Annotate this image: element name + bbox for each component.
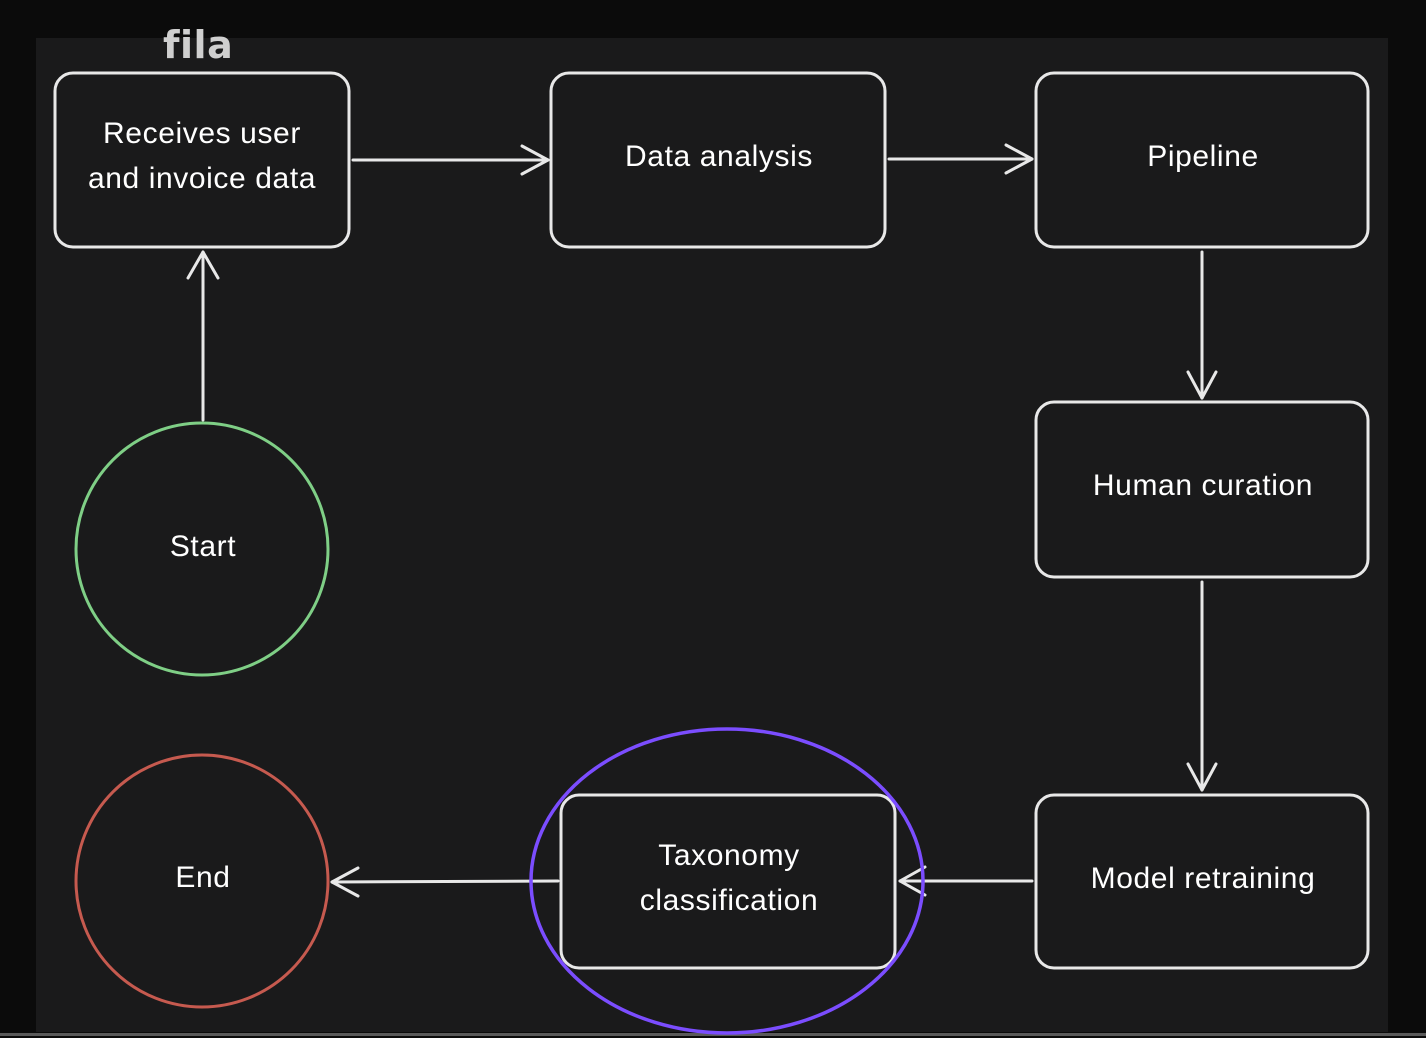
pipeline-label: Pipeline <box>1147 140 1259 173</box>
start-label: Start <box>170 530 236 563</box>
arrowhead-retraining <box>1186 762 1218 792</box>
end-label: End <box>175 861 230 894</box>
receives-label-line2: and invoice data <box>88 162 316 195</box>
bottom-divider <box>0 1033 1426 1036</box>
edge-taxonomy-to-end <box>330 879 560 884</box>
node-data-analysis[interactable] <box>549 71 887 249</box>
highlight-ellipse <box>529 727 925 1035</box>
node-taxonomy-classification[interactable] <box>559 793 897 970</box>
taxonomy-label-line2: classification <box>640 884 818 917</box>
diagram-canvas <box>36 38 1388 1032</box>
node-human-curation[interactable] <box>1034 400 1370 579</box>
receives-label-line1: Receives user <box>103 117 301 150</box>
diagram-title: fila <box>163 23 234 67</box>
human-curation-label: Human curation <box>1093 469 1313 502</box>
arrowhead-curation <box>1186 370 1218 400</box>
arrowhead-receives <box>186 250 220 280</box>
arrowhead-analysis <box>520 144 550 176</box>
data-analysis-label: Data analysis <box>625 140 813 173</box>
node-receives-data[interactable] <box>53 71 351 249</box>
model-retraining-label: Model retraining <box>1091 862 1316 895</box>
node-pipeline[interactable] <box>1034 71 1370 249</box>
taxonomy-label-line1: Taxonomy <box>658 839 800 872</box>
arrowhead-taxonomy <box>898 865 927 897</box>
arrowhead-end <box>330 866 360 898</box>
node-end[interactable] <box>74 753 330 1009</box>
node-model-retraining[interactable] <box>1034 793 1370 970</box>
node-start[interactable] <box>74 421 330 677</box>
arrowhead-pipeline <box>1004 143 1034 175</box>
